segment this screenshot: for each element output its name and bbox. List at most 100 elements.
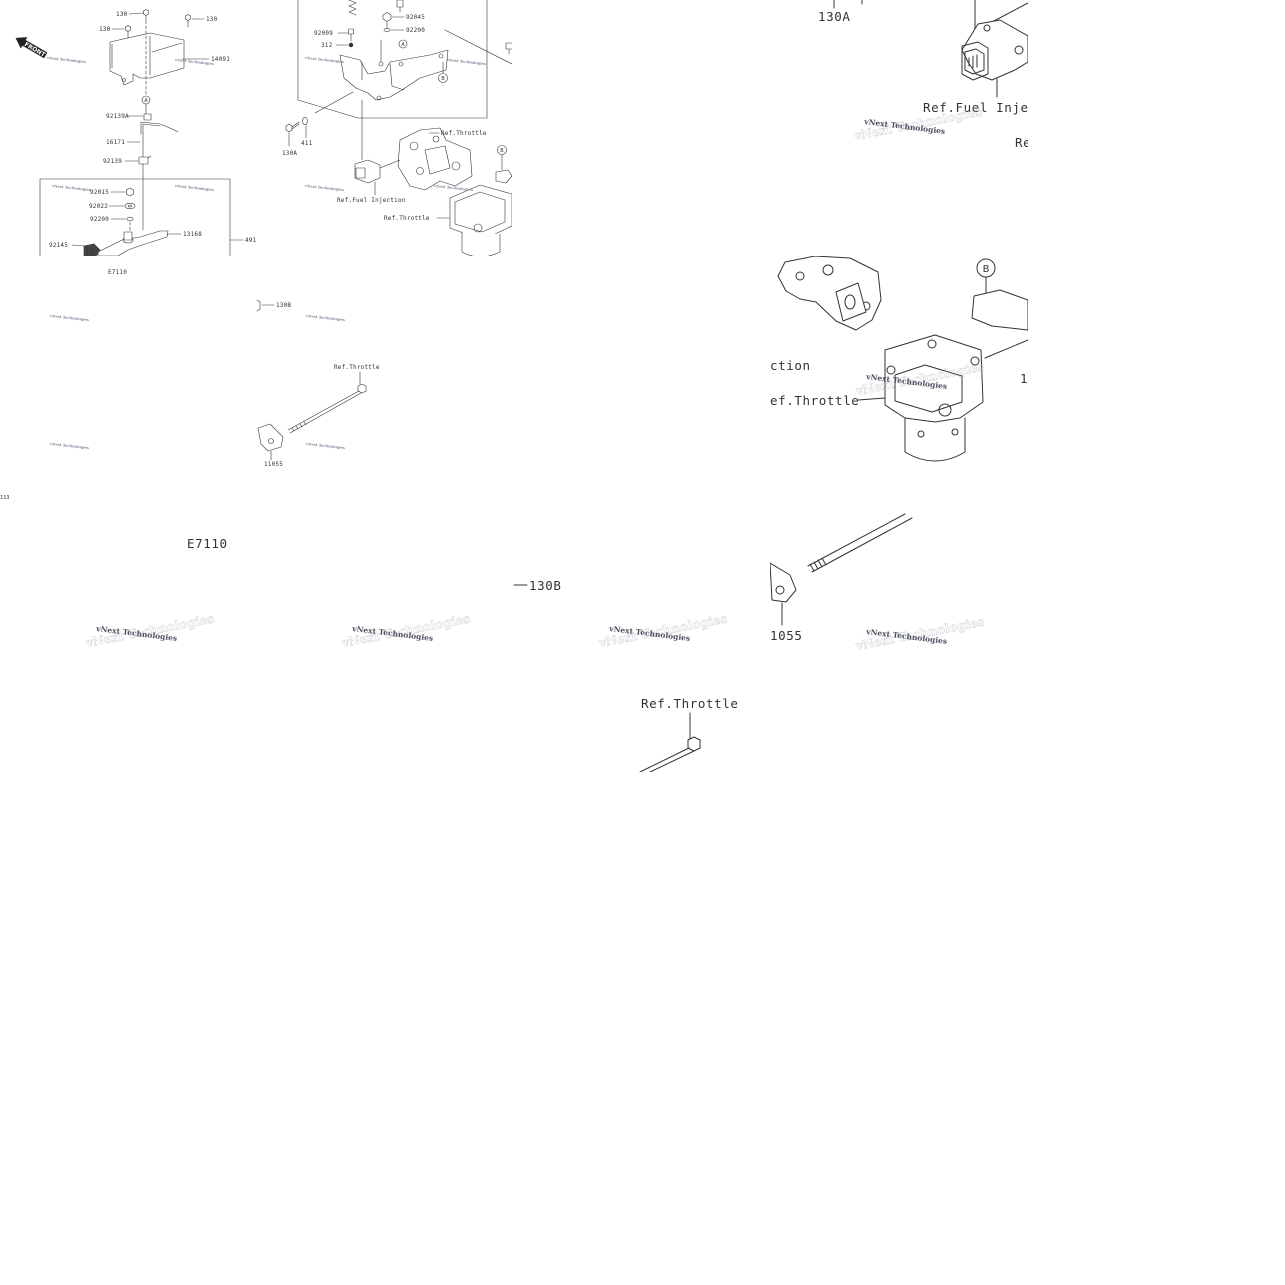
washer-92200 <box>126 216 134 222</box>
front-arrow-icon: FRONT <box>15 37 48 59</box>
svg-text:vNext Technologies: vNext Technologies <box>304 184 344 192</box>
part-label-92009: 92009 <box>314 30 333 37</box>
callout-a: A <box>398 39 408 49</box>
tile-overview-upper-left: FRONT 130 130 130 14091 A <box>15 9 257 256</box>
reference-throttle: Ref.Throttle <box>641 696 739 711</box>
part-label-130b: 130B <box>529 578 562 593</box>
leader-line <box>128 12 144 15</box>
part-label-11055: 11055 <box>264 461 283 468</box>
bolt-130-right <box>185 14 191 28</box>
part-label-92022: 92022 <box>89 203 108 210</box>
washer-92022 <box>124 202 136 210</box>
tile-overview-lower-right: 130B Ref.Throttle 11055 vNext Technologi… <box>256 299 380 468</box>
throttle-body-upper <box>397 127 473 191</box>
part-label-130a: 130A <box>282 150 297 157</box>
part-label-92045: 92045 <box>406 14 425 21</box>
watermark: vNext Technologies <box>304 56 344 64</box>
svg-text:A: A <box>144 98 148 104</box>
leader-line <box>71 244 85 247</box>
diagram-code-label: E7110 <box>108 269 127 276</box>
callout-b: B <box>497 145 507 171</box>
svg-text:vNext Technologies: vNext Technologies <box>446 58 486 66</box>
lever-13168 <box>97 230 169 256</box>
washer-92200 <box>383 28 391 32</box>
reference-throttle: ef.Throttle <box>770 393 859 408</box>
fuel-injection-sensor <box>354 159 401 184</box>
bolt-130b <box>256 299 261 312</box>
svg-text:B: B <box>983 264 990 275</box>
clip-92139 <box>138 155 152 165</box>
watermark: vNext Technologies vNext Technologies <box>597 611 729 650</box>
watermark: vNext Technologies <box>304 184 344 192</box>
diagram-code-label: E7110 <box>187 536 228 551</box>
watermark: vNext Technologies vNext Technologies <box>84 611 216 650</box>
part-label-14091: 14091 <box>211 56 230 63</box>
reference-throttle: Ref.Throttle <box>384 215 430 222</box>
svg-text:vNext Technologies: vNext Technologies <box>433 184 473 192</box>
nut-92045 <box>382 12 392 22</box>
throttle-body-lower <box>449 184 512 256</box>
tile-zoomed-right-top: 130A Ref.Fuel Inje Re vNext Technologies… <box>818 0 1031 150</box>
alignment-line <box>314 91 354 114</box>
tile-zoomed-right-bottom: 1055 vNext Technologies vNext Technologi… <box>770 513 986 653</box>
rod-16171 <box>140 121 179 135</box>
reference-throttle: Ref.Throttle <box>334 364 380 371</box>
part-label-130: 130 <box>116 11 128 18</box>
svg-text:vNext Technologies: vNext Technologies <box>304 56 344 64</box>
svg-text:vNext Technologies: vNext Technologies <box>46 56 86 64</box>
throttle-cable-rod <box>287 383 367 434</box>
part-label-92145: 92145 <box>49 242 68 249</box>
part-label-16171: 16171 <box>106 139 125 146</box>
nut-92015 <box>126 187 134 197</box>
reference-fuel-injection: Ref.Fuel Injection <box>337 197 406 204</box>
watermark: vNext Technologies <box>305 314 345 322</box>
svg-text:vNext Technologies: vNext Technologies <box>305 314 345 322</box>
svg-text:vNext Technologies: vNext Technologies <box>49 314 89 322</box>
bolt-92009 <box>348 28 354 42</box>
reference-fuel-injection: Ref.Fuel Inje <box>923 100 1029 115</box>
throttle-cable-rod <box>639 736 701 772</box>
part-label-92139: 92139 <box>103 158 122 165</box>
throttle-body <box>884 334 984 462</box>
assembly-frame-edge <box>984 339 1028 359</box>
part-label-92139a: 92139A <box>106 113 129 120</box>
part-label-411: 411 <box>301 140 313 147</box>
cable-bracket <box>257 423 284 452</box>
tile-overview-lower-left: E7110 113 vNext Technologies vNext Techn… <box>0 269 127 501</box>
svg-text:B: B <box>500 148 504 154</box>
part-label-113: 113 <box>0 495 10 501</box>
part-label-11055: 1055 <box>770 628 803 643</box>
part-label-130: 130 <box>206 16 218 23</box>
part-label-130b: 130B <box>276 302 291 309</box>
bracket-14091 <box>109 32 185 86</box>
spring-92145 <box>83 243 101 256</box>
washer-92022-hole <box>127 204 133 208</box>
collar-312 <box>348 42 354 48</box>
return-spring <box>348 0 357 16</box>
watermark: vNext Technologies <box>51 184 91 192</box>
watermark: vNext Technologies <box>433 184 473 192</box>
reference-throttle: Re <box>1015 135 1031 150</box>
mounting-bracket <box>339 39 449 101</box>
bolt-130-left <box>125 25 131 39</box>
watermark: vNext Technologies vNext Technologies <box>340 611 472 650</box>
watermark: vNext Technologies <box>174 184 214 192</box>
watermark: vNext Technologies <box>49 314 89 322</box>
part-label-92015: 92015 <box>90 189 109 196</box>
cable-bracket <box>770 562 797 603</box>
svg-text:vNext Technologies: vNext Technologies <box>174 58 214 66</box>
small-bracket <box>495 169 512 184</box>
assembly-box-491 <box>39 178 231 256</box>
callout-b: B <box>438 61 448 83</box>
watermark: vNext Technologies <box>174 58 214 66</box>
svg-text:vNext Technologies: vNext Technologies <box>49 442 89 450</box>
assembly-frame-edge <box>444 29 512 65</box>
throttle-cable-rod <box>807 513 913 573</box>
callout-a: A <box>141 95 151 105</box>
part-label-491: 491 <box>245 237 257 244</box>
throttle-body-upper <box>777 256 882 331</box>
washer-411 <box>302 116 308 126</box>
clip-92139a <box>143 103 152 121</box>
tile-zoomed-lower-strip: E7110 130B Ref.Throttle vNext Technologi… <box>84 536 739 772</box>
